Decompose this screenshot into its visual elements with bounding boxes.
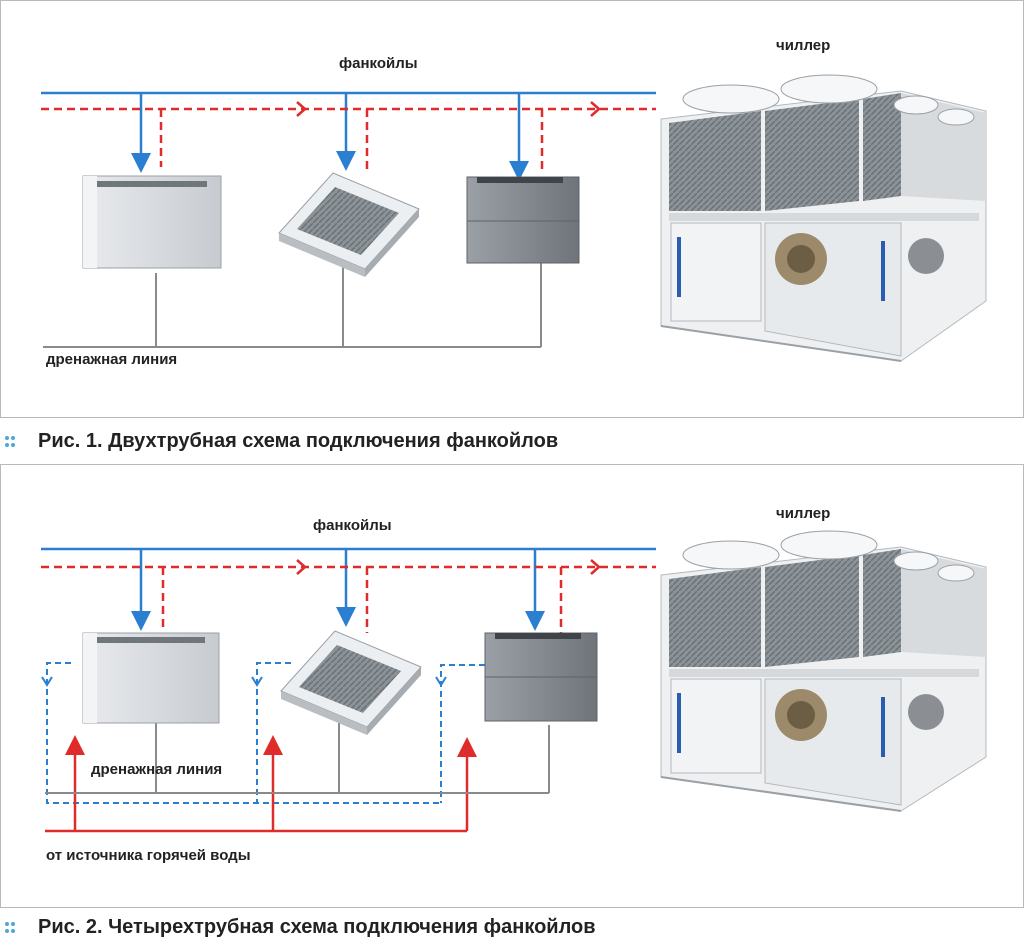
return-line: [41, 565, 656, 633]
drain-line: [43, 253, 542, 348]
chiller-label: чиллер: [776, 37, 831, 54]
chiller-label: чиллер: [776, 505, 831, 522]
hot-water-source-label: от источника горячей воды: [46, 847, 251, 864]
drain-line-label: дренажная линия: [46, 351, 178, 368]
figure-1-panel: фанкойлы чиллер дренажная линия: [0, 0, 1024, 418]
figure-1-caption-text: Рис. 1. Двухтрубная схема подключения фа…: [38, 430, 559, 452]
cassette-fancoil-unit: [278, 172, 420, 277]
figure-2-panel: фанкойлы чиллер дренажная линия от источ…: [0, 464, 1024, 908]
hot-water-return-arrows: [41, 676, 447, 687]
floor-fancoil-unit: [82, 175, 222, 269]
cassette-fancoil-unit: [280, 630, 422, 735]
supply-line: [41, 91, 656, 181]
hot-water-supply-line: [45, 735, 477, 833]
chiller-unit: [660, 74, 987, 362]
return-line: [41, 107, 656, 169]
figure-2-caption-text: Рис. 2. Четырехтрубная схема подключения…: [38, 916, 596, 938]
fancoils-label: фанкойлы: [339, 55, 418, 72]
caption-bullet-icon: [5, 921, 15, 933]
floor-fancoil-unit: [82, 632, 220, 724]
caption-bullet-icon: [5, 435, 15, 447]
hot-water-return-line: [46, 662, 485, 804]
flow-arrows: [296, 559, 601, 575]
ducted-fancoil-unit: [466, 176, 580, 264]
fancoils-label: фанкойлы: [313, 517, 392, 534]
supply-line: [41, 547, 656, 631]
four-pipe-diagram: [41, 530, 987, 833]
chiller-unit: [660, 530, 987, 812]
figure-2-caption: Рис. 2. Четырехтрубная схема подключения…: [0, 916, 596, 939]
ducted-fancoil-unit: [484, 632, 598, 722]
two-pipe-diagram: [41, 74, 987, 362]
figure-1-caption: Рис. 1. Двухтрубная схема подключения фа…: [0, 430, 558, 453]
flow-arrows: [296, 101, 601, 117]
drain-line-label: дренажная линия: [91, 761, 223, 778]
drain-line: [45, 719, 550, 794]
